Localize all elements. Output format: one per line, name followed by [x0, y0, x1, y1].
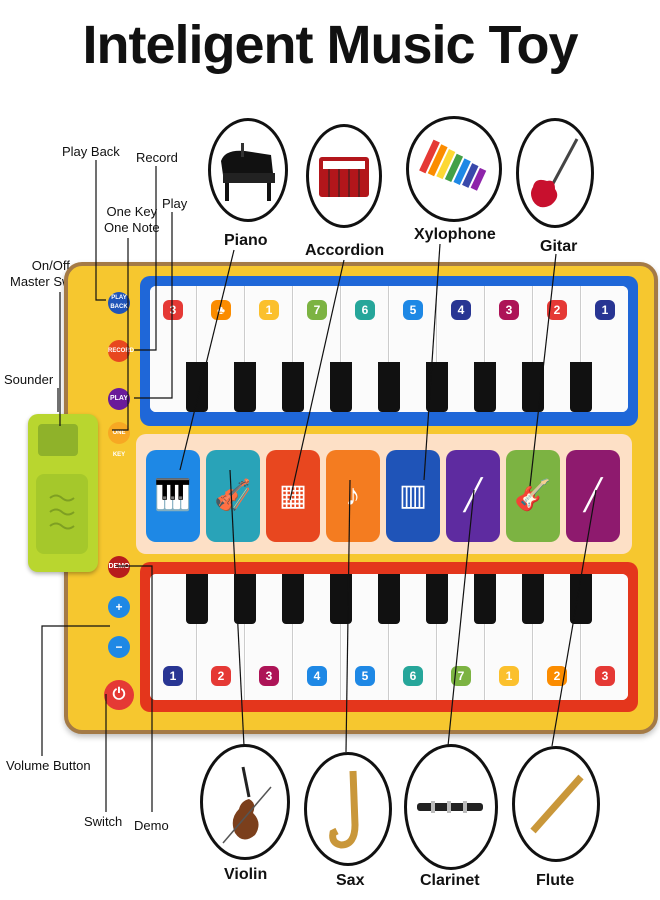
volume-up-button[interactable]: +: [108, 596, 130, 618]
callout-play: Play: [162, 196, 188, 211]
label-clarinet: Clarinet: [420, 872, 480, 889]
one-key-button[interactable]: ONE KEY: [108, 422, 130, 458]
instrument-button-accordion[interactable]: ▦: [266, 450, 320, 542]
label-gitar: Gitar: [540, 238, 578, 255]
callout-one-key-one-note: One Key One Note: [104, 204, 160, 235]
black-key[interactable]: [426, 574, 448, 624]
black-key[interactable]: [282, 362, 304, 412]
violin-image: [200, 744, 290, 860]
label-xylophone: Xylophone: [414, 226, 496, 243]
demo-button[interactable]: DEMO: [108, 556, 130, 578]
black-key[interactable]: [234, 574, 256, 624]
flute-image: [512, 746, 600, 862]
volume-down-button[interactable]: −: [108, 636, 130, 658]
black-key[interactable]: [378, 362, 400, 412]
top-keyboard: 3 ♣ 1 7 6 5 4 3 2 1: [140, 276, 638, 426]
black-key[interactable]: [474, 362, 496, 412]
bottom-keyboard: 1 2 3 4 5 6 7 1 2 3: [140, 562, 638, 712]
callout-volume-button: Volume Button: [6, 758, 91, 773]
sounder-speaker: [28, 414, 98, 572]
callout-switch: Switch: [84, 814, 123, 829]
callout-play-back: Play Back: [62, 144, 120, 159]
black-key[interactable]: [426, 362, 448, 412]
black-key[interactable]: [378, 574, 400, 624]
black-key[interactable]: [570, 574, 592, 624]
instrument-button-guitar[interactable]: 🎸: [506, 450, 560, 542]
instrument-button-sax[interactable]: ♪: [326, 450, 380, 542]
black-key[interactable]: [234, 362, 256, 412]
piano-image: [208, 118, 288, 222]
accordion-image: [306, 124, 382, 228]
instrument-buttons: 🎹 🎻 ▦ ♪ ▥ ╱ 🎸 ╱: [136, 434, 632, 554]
black-key[interactable]: [330, 362, 352, 412]
instrument-button-piano[interactable]: 🎹: [146, 450, 200, 542]
play-button[interactable]: PLAY: [108, 388, 130, 410]
instrument-button-clarinet[interactable]: ╱: [446, 450, 500, 542]
instrument-button-xylophone[interactable]: ▥: [386, 450, 440, 542]
speaker-grille-icon: [36, 474, 88, 554]
play-back-button[interactable]: PLAY BACK: [108, 292, 130, 314]
black-key[interactable]: [186, 574, 208, 624]
callout-demo: Demo: [134, 818, 169, 833]
label-piano: Piano: [224, 232, 268, 249]
black-key[interactable]: [570, 362, 592, 412]
black-key[interactable]: [522, 574, 544, 624]
record-button[interactable]: RECORD: [108, 340, 134, 362]
sax-image: [304, 752, 392, 866]
label-accordion: Accordion: [305, 242, 385, 259]
label-flute: Flute: [536, 872, 575, 889]
power-switch-icon[interactable]: ⏻: [104, 680, 134, 710]
callout-sounder: Sounder: [4, 372, 54, 387]
black-key[interactable]: [330, 574, 352, 624]
page-title: Inteligent Music Toy: [82, 15, 578, 75]
instrument-button-flute[interactable]: ╱: [566, 450, 620, 542]
black-key[interactable]: [282, 574, 304, 624]
black-key[interactable]: [522, 362, 544, 412]
clarinet-image: [404, 744, 498, 870]
black-key[interactable]: [474, 574, 496, 624]
label-violin: Violin: [224, 866, 268, 883]
label-sax: Sax: [336, 872, 365, 889]
on-off-master-switch[interactable]: [38, 424, 78, 456]
music-mat: 3 ♣ 1 7 6 5 4 3 2 1 🎹 🎻 ▦ ♪ ▥ ╱ 🎸: [28, 262, 658, 734]
guitar-image: [516, 118, 594, 228]
xylophone-image: [406, 116, 502, 222]
black-key[interactable]: [186, 362, 208, 412]
instrument-button-violin[interactable]: 🎻: [206, 450, 260, 542]
callout-record: Record: [136, 150, 178, 165]
